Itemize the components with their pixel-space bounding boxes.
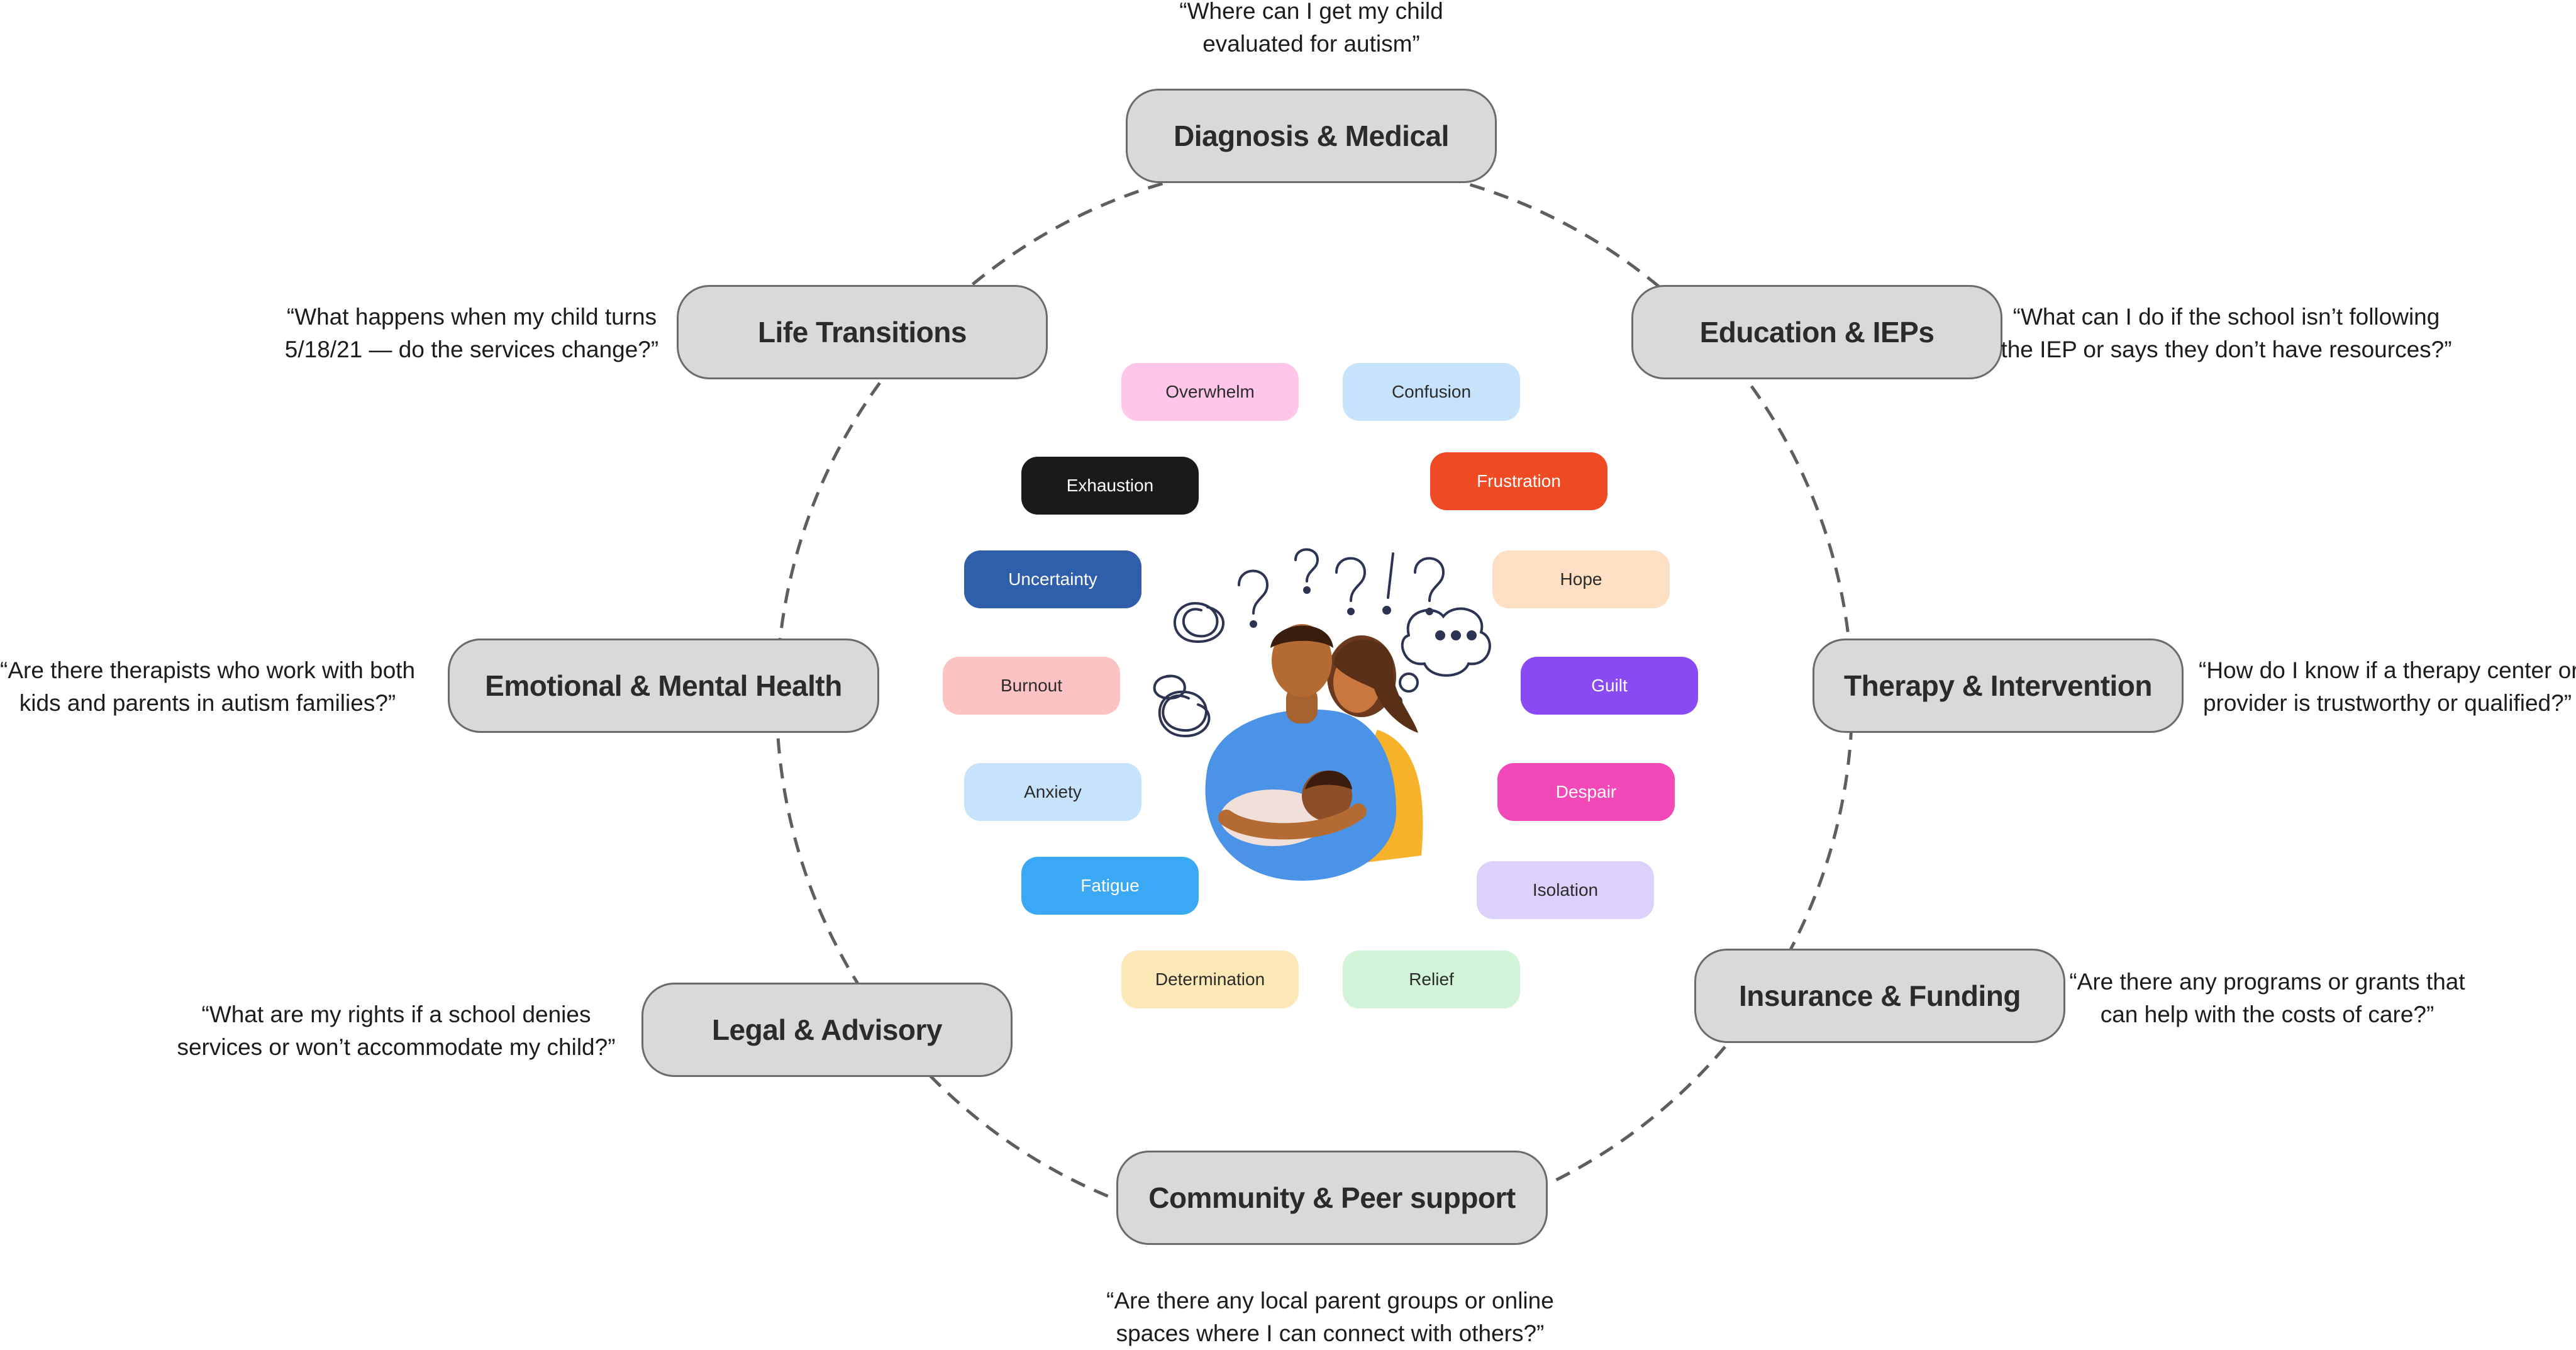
quote-line: “Are there any local parent groups or on… [1106,1288,1554,1314]
topic-education-ieps[interactable]: Education & IEPs [1631,285,2002,379]
emotion-exhaustion: Exhaustion [1021,457,1199,515]
quote-line: “How do I know if a therapy center or [2199,657,2576,683]
quote-line: “Are there any programs or grants that [2069,969,2465,995]
quote-line: “What happens when my child turns [286,304,657,330]
quote-therapy-intervention: “How do I know if a therapy center or pr… [2199,654,2576,720]
topic-legal-advisory[interactable]: Legal & Advisory [641,983,1013,1077]
quote-line: services or won’t accommodate my child?” [177,1034,616,1060]
emotion-despair: Despair [1497,763,1675,821]
emotion-overwhelm: Overwhelm [1121,363,1299,421]
emotion-uncertainty: Uncertainty [964,550,1141,608]
emotion-hope: Hope [1492,550,1670,608]
emotion-relief: Relief [1343,951,1520,1008]
emotion-frustration: Frustration [1430,452,1607,510]
quote-line: “What can I do if the school isn’t follo… [2012,304,2440,330]
quote-community-peer-support: “Are there any local parent groups or on… [1104,1285,1557,1350]
quote-line: the IEP or says they don’t have resource… [2001,337,2452,362]
topic-insurance-funding[interactable]: Insurance & Funding [1694,949,2065,1043]
emotion-guilt: Guilt [1521,657,1698,715]
quote-legal-advisory: “What are my rights if a school denies s… [176,998,616,1064]
emotion-isolation: Isolation [1477,861,1654,919]
quote-line: “Are there therapists who work with both [0,657,416,683]
topic-emotional-mental-health[interactable]: Emotional & Mental Health [448,639,879,733]
quote-line: “What are my rights if a school denies [201,1001,591,1027]
quote-education-ieps: “What can I do if the school isn’t follo… [2000,301,2453,366]
emotion-fatigue: Fatigue [1021,857,1199,915]
quote-line: spaces where I can connect with others?” [1116,1320,1545,1346]
emotion-confusion: Confusion [1343,363,1520,421]
quote-insurance-funding: “Are there any programs or grants that c… [2069,966,2465,1031]
quote-diagnosis-medical: “Where can I get my child evaluated for … [1116,0,1506,60]
quote-line: kids and parents in autism families?” [19,690,396,716]
quote-line: can help with the costs of care?” [2100,1001,2434,1027]
emotion-burnout: Burnout [943,657,1120,715]
topic-life-transitions[interactable]: Life Transitions [677,285,1048,379]
quote-emotional-mental-health: “Are there therapists who work with both… [0,654,415,720]
quote-life-transitions: “What happens when my child turns 5/18/2… [277,301,667,366]
topic-community-peer-support[interactable]: Community & Peer support [1116,1151,1548,1245]
quote-line: 5/18/21 — do the services change?” [284,337,659,362]
emotion-anxiety: Anxiety [964,763,1141,821]
quote-line: evaluated for autism” [1202,31,1420,57]
topic-diagnosis-medical[interactable]: Diagnosis & Medical [1126,89,1497,183]
emotion-determination: Determination [1121,951,1299,1008]
quote-line: provider is trustworthy or qualified?” [2202,690,2572,716]
quote-line: “Where can I get my child [1179,0,1443,24]
topic-therapy-intervention[interactable]: Therapy & Intervention [1813,639,2184,733]
worried-family-icon [1153,548,1491,881]
